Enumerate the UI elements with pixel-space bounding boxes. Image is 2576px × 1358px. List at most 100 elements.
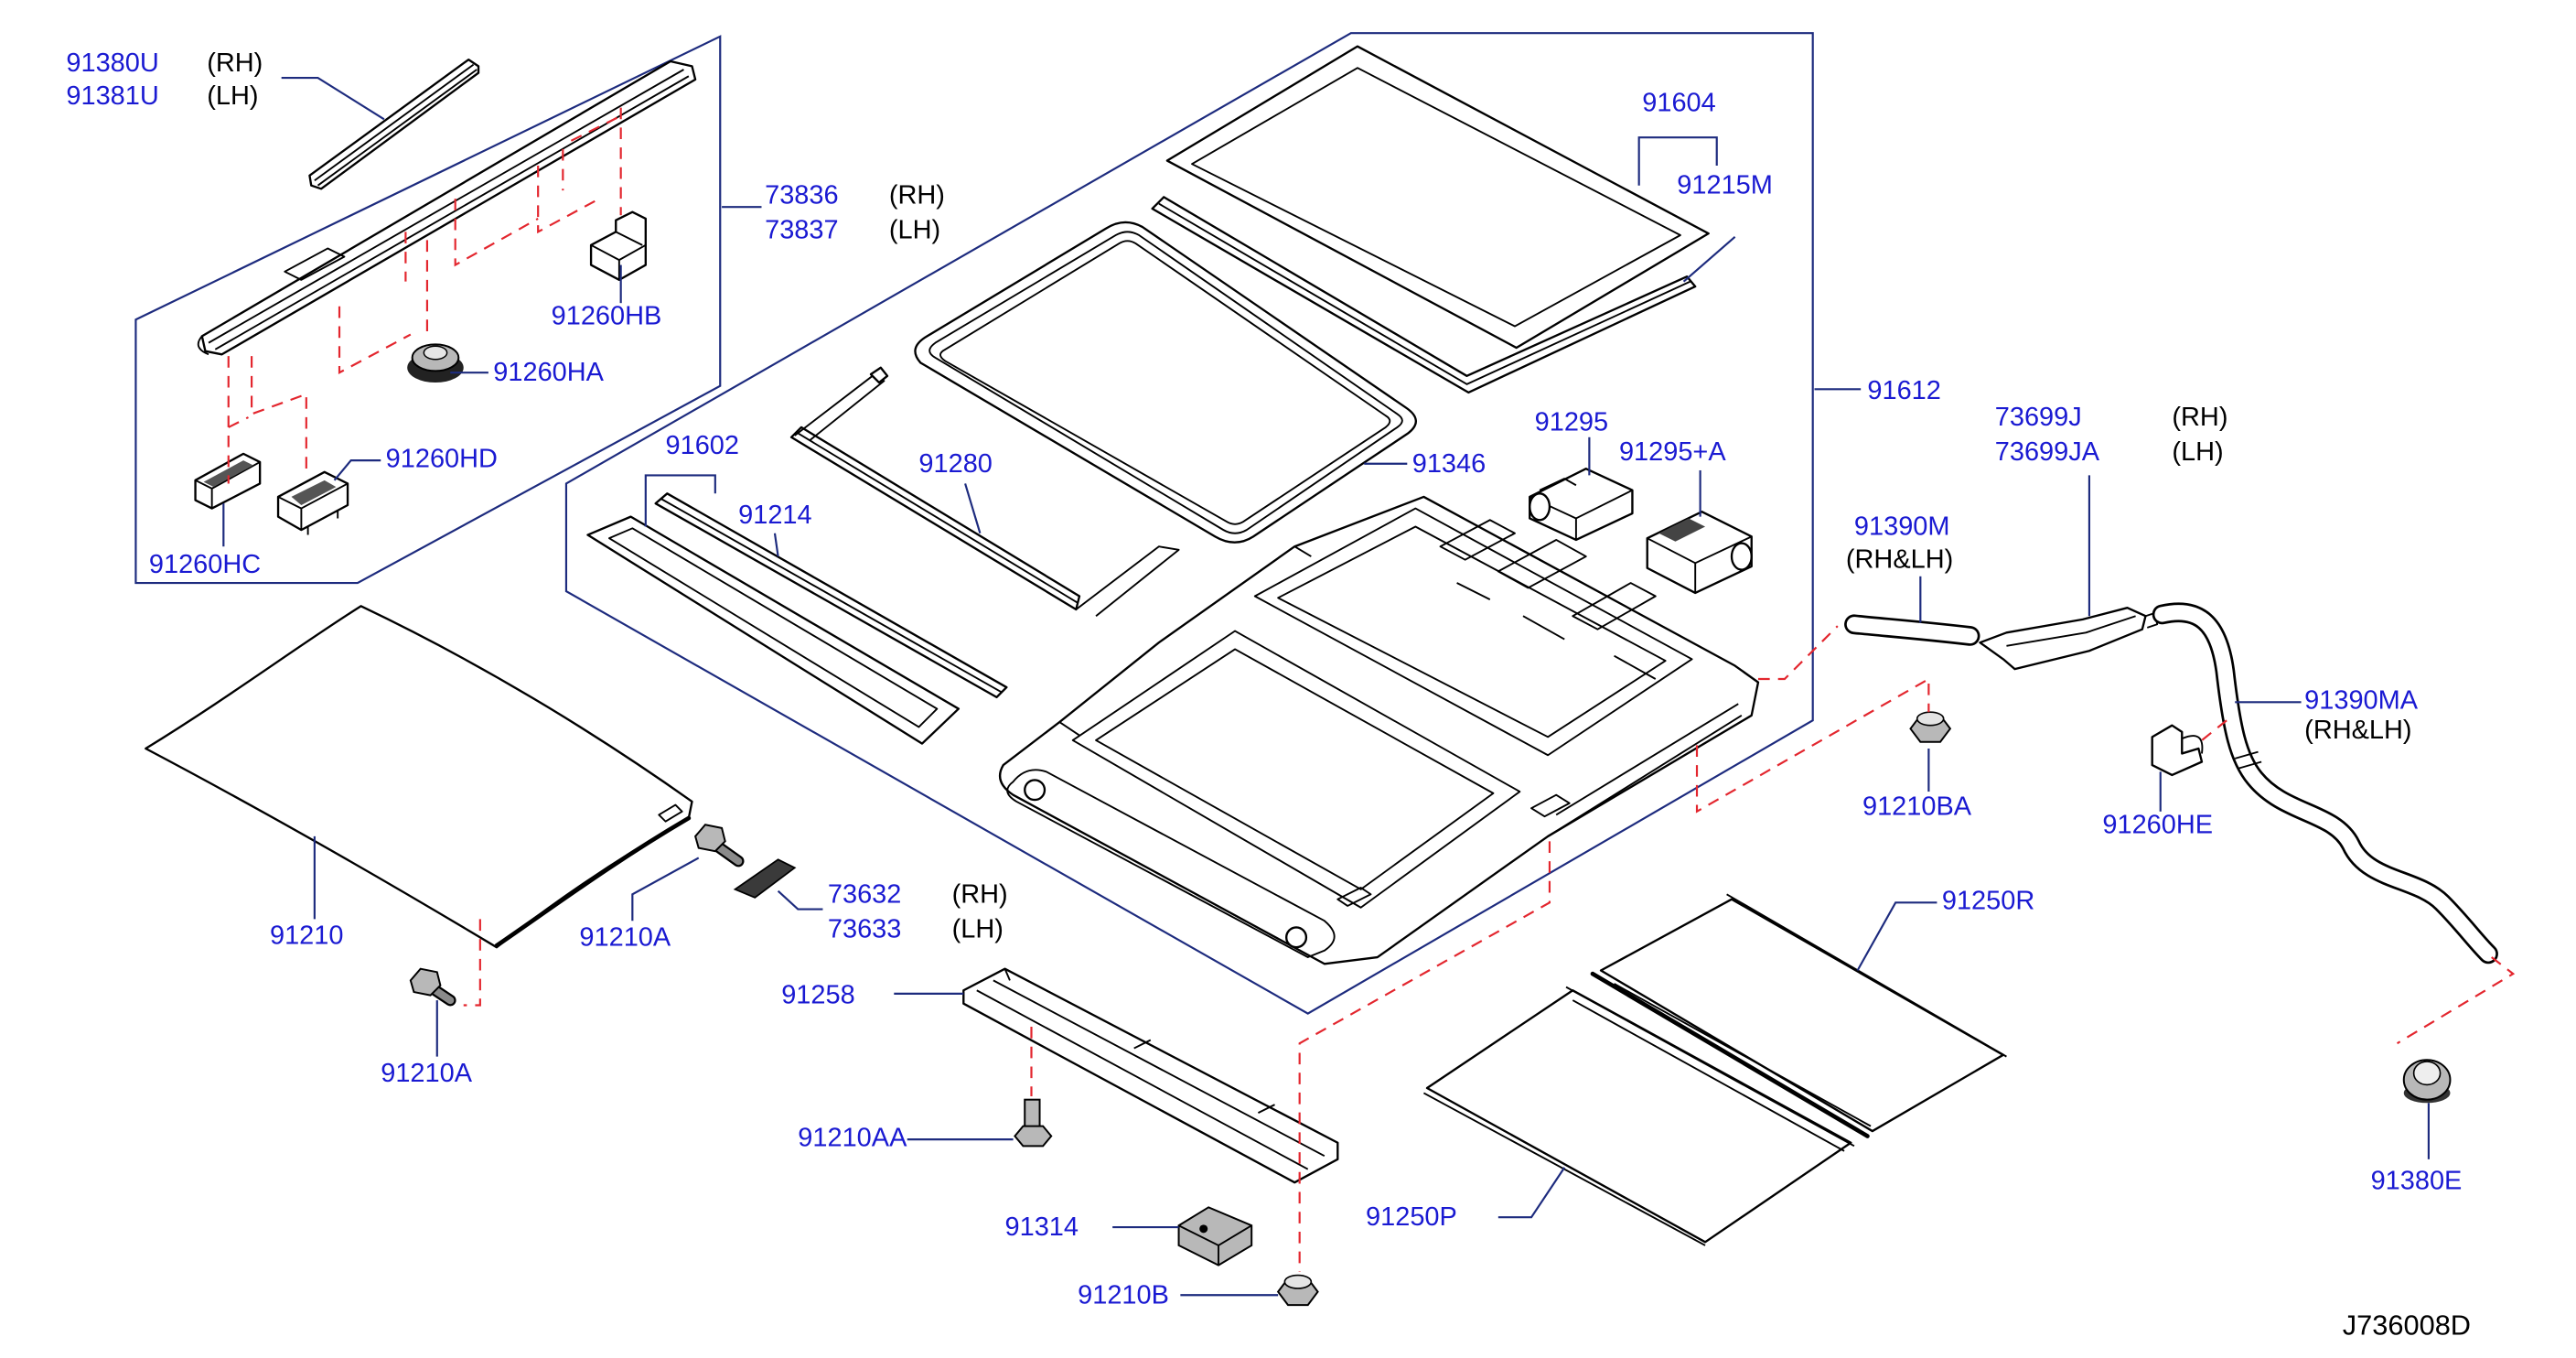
clip-he-part bbox=[2151, 724, 2204, 777]
leader-wind-deflector bbox=[964, 483, 982, 534]
callout-bolt-upper: 91210A bbox=[579, 922, 671, 952]
callout-nut-ba: 91210BA bbox=[1862, 792, 1972, 821]
side-roof-rail-rh: (RH) bbox=[889, 181, 945, 210]
bolt-upper-part bbox=[694, 824, 745, 868]
callout-glass-lid: 91604 bbox=[1642, 88, 1715, 117]
clip-he-hook bbox=[2181, 735, 2204, 754]
bolt-lower-head bbox=[409, 967, 442, 997]
roof-panel-tab bbox=[658, 803, 683, 823]
dashed-guide-rail-to-ha bbox=[338, 306, 412, 375]
leader-lines bbox=[222, 76, 2431, 1297]
dashed-guide-hose-to-clip bbox=[2201, 719, 2227, 741]
callout-clip-hb: 91260HB bbox=[552, 302, 662, 331]
callout-roof-molding-rh: 91380U bbox=[66, 48, 158, 78]
rear-sunshade-bar bbox=[1614, 983, 1872, 1127]
front-sunshade-back-rod bbox=[1565, 986, 1855, 1148]
callout-rail: 91258 bbox=[781, 981, 854, 1010]
clip-ha-top bbox=[423, 345, 448, 361]
wind-deflector-blade-line bbox=[796, 431, 1079, 604]
clip-hb-body bbox=[589, 210, 647, 282]
bolt-aa-shaft bbox=[1024, 1098, 1041, 1131]
roof-molding-part bbox=[308, 58, 480, 190]
bolt-upper-head bbox=[694, 824, 726, 853]
clip-hd-slot bbox=[291, 480, 337, 505]
callout-sunroof-unit: 91612 bbox=[1867, 376, 1940, 405]
callout-roof-panel: 91210 bbox=[270, 922, 343, 951]
motor-part bbox=[1529, 467, 1634, 542]
callout-bracket: 91314 bbox=[1005, 1212, 1079, 1242]
front-sunshade-bar bbox=[1572, 999, 1845, 1152]
nut-b-top bbox=[1283, 1274, 1313, 1289]
clip-hc-edges bbox=[195, 461, 261, 509]
dashed-guide-roof-to-bolt bbox=[463, 919, 481, 1007]
callout-front-drain-hose: 91390M bbox=[1854, 512, 1950, 542]
sunroof-frame-hole-right bbox=[1285, 926, 1308, 949]
opening-weatherstrip-part bbox=[914, 221, 1417, 544]
front-sunshade-panel bbox=[1425, 989, 1852, 1244]
bracket-plate-body bbox=[733, 858, 797, 899]
motor-assist-connector bbox=[1658, 518, 1706, 542]
opening-weatherstrip-inner bbox=[939, 240, 1391, 525]
wind-deflector-part bbox=[789, 366, 1180, 617]
sunroof-frame-corner-bracket bbox=[1336, 793, 1571, 907]
callout-labels: 91380U (RH) 91381U (LH) 73836 (RH) 73837… bbox=[66, 48, 2471, 1342]
callout-clip-ha: 91260HA bbox=[493, 358, 604, 387]
motor-shaft bbox=[1529, 492, 1551, 522]
leader-bracket-plate bbox=[777, 889, 823, 911]
callout-clip-hd: 91260HD bbox=[386, 444, 498, 473]
callout-motor-assist: 91295+A bbox=[1619, 437, 1726, 467]
dashed-guide-hose-to-grommet bbox=[2396, 956, 2516, 1045]
front-drain-hose-part bbox=[1844, 614, 1980, 646]
drain-connector-part bbox=[1979, 607, 2159, 671]
leader-rear-glass-seal bbox=[773, 533, 779, 557]
dashed-guide-rail-cross bbox=[228, 416, 249, 428]
sunroof-frame-rear-opening bbox=[1253, 507, 1693, 757]
wind-deflector-end-cap bbox=[869, 366, 889, 384]
roof-panel-part bbox=[145, 605, 693, 949]
bracket-plate-part bbox=[733, 858, 797, 899]
dashed-guides bbox=[227, 107, 2516, 1272]
sunroof-frame-hole-left bbox=[1024, 779, 1046, 802]
callout-drain-connector-lh: 73699JA bbox=[1995, 437, 2100, 467]
glass-lid-inner-frame bbox=[1191, 67, 1681, 328]
rear-drain-hose-fill bbox=[2154, 605, 2496, 962]
side-drain-connector-rh: (RH) bbox=[2172, 403, 2227, 432]
callout-rear-glass: 91602 bbox=[666, 431, 739, 460]
side-roof-molding-rh: (RH) bbox=[207, 48, 263, 78]
rail-body bbox=[962, 967, 1339, 1184]
rear-glass-inner bbox=[608, 527, 939, 728]
callout-roof-rail-rh: 73836 bbox=[765, 181, 838, 210]
sunroof-frame-rear-opening-inner bbox=[1277, 525, 1667, 738]
clip-hd-part bbox=[276, 470, 349, 535]
nut-b-part bbox=[1276, 1274, 1319, 1307]
roof-rail-group-box bbox=[134, 35, 722, 585]
callout-grommet: 91380E bbox=[2371, 1166, 2463, 1195]
callout-rear-drain-hose: 91390MA bbox=[2304, 686, 2419, 716]
bolt-lower-part bbox=[409, 967, 456, 1007]
callout-clip-he: 91260HE bbox=[2102, 810, 2213, 839]
callout-motor: 91295 bbox=[1535, 408, 1608, 437]
leader-bolt-upper bbox=[631, 857, 700, 922]
opening-weatherstrip-outer bbox=[914, 221, 1417, 544]
callout-glass-weatherstrip: 91215M bbox=[1677, 171, 1773, 200]
clip-hd-edges bbox=[277, 482, 349, 535]
grommet-part bbox=[2402, 1059, 2452, 1104]
motor-assist-edges bbox=[1647, 535, 1753, 593]
leader-rear-sunshade bbox=[1856, 901, 1937, 972]
roof-rail-notch bbox=[284, 247, 346, 281]
rail-part bbox=[962, 967, 1339, 1184]
bolt-aa-part bbox=[1014, 1098, 1053, 1148]
rear-glass-seal-line bbox=[660, 497, 1003, 694]
rear-drain-hose-part bbox=[2152, 602, 2498, 965]
sunroof-frame-front-opening bbox=[1071, 630, 1521, 909]
callout-roof-rail-lh: 73837 bbox=[765, 216, 838, 245]
glass-lid-part bbox=[1165, 45, 1710, 350]
nut-ba-part bbox=[1909, 711, 1952, 743]
clip-hd-body bbox=[276, 470, 349, 532]
bolt-aa-head bbox=[1014, 1125, 1053, 1148]
glass-lid-outline bbox=[1165, 45, 1710, 350]
wind-deflector-right-arm bbox=[1075, 545, 1180, 617]
sunroof-frame-part bbox=[998, 495, 1760, 965]
nut-ba-top bbox=[1916, 711, 1945, 727]
